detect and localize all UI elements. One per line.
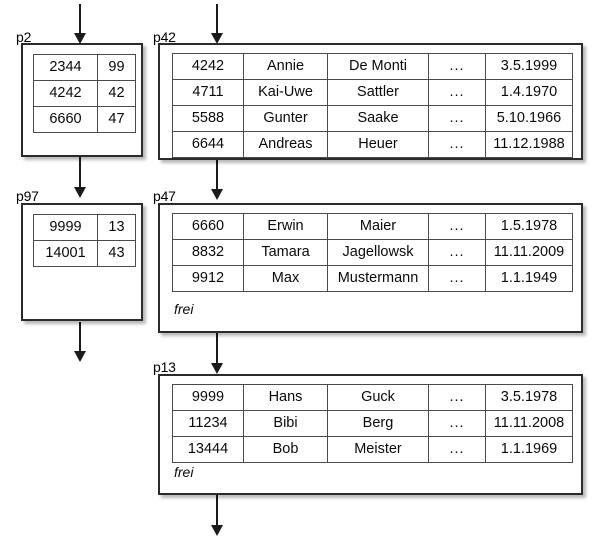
block-p42[interactable]: 4242 Annie De Monti ... 3.5.1999 4711 Ka… xyxy=(158,43,583,160)
cell-lastname: Berg xyxy=(327,410,429,437)
block-label-p97: p97 xyxy=(16,188,39,204)
cell-firstname: Erwin xyxy=(243,213,328,240)
cell-firstname: Max xyxy=(243,265,328,292)
arrow-p13-out xyxy=(211,494,223,536)
cell-date: 11.11.2009 xyxy=(485,239,573,266)
table-row[interactable]: 14001 43 xyxy=(33,240,136,267)
table-row[interactable]: 5588 Gunter Saake ... 5.10.1966 xyxy=(172,105,573,132)
arrow-p97-out xyxy=(74,322,86,362)
cell-lastname: Saake xyxy=(327,105,429,132)
table-row[interactable]: 9999 Hans Guck ... 3.5.1978 xyxy=(172,384,573,411)
cell-lastname: Jagellowsk xyxy=(327,239,429,266)
arrow-p2-to-p97 xyxy=(74,156,86,198)
block-label-p42: p42 xyxy=(153,29,176,45)
cell-more: ... xyxy=(428,436,486,463)
cell-pointer: 13 xyxy=(97,214,136,241)
cell-lastname: Guck xyxy=(327,384,429,411)
cell-lastname: Meister xyxy=(327,436,429,463)
cell-id: 8832 xyxy=(172,239,244,266)
cell-key: 14001 xyxy=(33,240,98,267)
cell-more: ... xyxy=(428,53,486,80)
cell-more: ... xyxy=(428,79,486,106)
cell-pointer: 43 xyxy=(97,240,136,267)
table-row[interactable]: 4242 Annie De Monti ... 3.5.1999 xyxy=(172,53,573,80)
cell-firstname: Annie xyxy=(243,53,328,80)
cell-more: ... xyxy=(428,384,486,411)
arrow-into-p42 xyxy=(211,4,223,44)
cell-more: ... xyxy=(428,265,486,292)
cell-id: 5588 xyxy=(172,105,244,132)
cell-lastname: Sattler xyxy=(327,79,429,106)
free-space-label-p13: frei xyxy=(174,464,194,480)
table-row[interactable]: 13444 Bob Meister ... 1.1.1969 xyxy=(172,436,573,463)
block-p47[interactable]: 6660 Erwin Maier ... 1.5.1978 8832 Tamar… xyxy=(158,203,583,333)
cell-firstname: Bibi xyxy=(243,410,328,437)
cell-key: 9999 xyxy=(33,214,98,241)
cell-id: 11234 xyxy=(172,410,244,437)
table-row[interactable]: 4242 42 xyxy=(33,80,136,107)
cell-date: 11.11.2008 xyxy=(485,410,573,437)
free-space-label-p47: frei xyxy=(174,301,194,317)
cell-date: 1.4.1970 xyxy=(485,79,573,106)
cell-pointer: 99 xyxy=(97,54,136,81)
cell-id: 13444 xyxy=(172,436,244,463)
table-p2: 2344 99 4242 42 6660 47 xyxy=(33,54,136,133)
block-label-p47: p47 xyxy=(153,188,176,204)
cell-lastname: De Monti xyxy=(327,53,429,80)
table-row[interactable]: 9912 Max Mustermann ... 1.1.1949 xyxy=(172,265,573,292)
cell-firstname: Tamara xyxy=(243,239,328,266)
cell-firstname: Gunter xyxy=(243,105,328,132)
block-p2[interactable]: 2344 99 4242 42 6660 47 xyxy=(21,43,143,157)
block-p13[interactable]: 9999 Hans Guck ... 3.5.1978 11234 Bibi B… xyxy=(158,374,583,495)
cell-date: 1.1.1969 xyxy=(485,436,573,463)
cell-id: 4711 xyxy=(172,79,244,106)
cell-firstname: Bob xyxy=(243,436,328,463)
table-row[interactable]: 9999 13 xyxy=(33,214,136,241)
cell-key: 6660 xyxy=(33,106,98,133)
arrow-p42-to-p47 xyxy=(211,158,223,200)
arrow-into-p2 xyxy=(74,4,86,44)
cell-firstname: Andreas xyxy=(243,131,328,158)
table-row[interactable]: 8832 Tamara Jagellowsk ... 11.11.2009 xyxy=(172,239,573,266)
block-label-p13: p13 xyxy=(153,359,176,375)
cell-date: 3.5.1978 xyxy=(485,384,573,411)
cell-more: ... xyxy=(428,239,486,266)
table-row[interactable]: 6660 47 xyxy=(33,106,136,133)
table-row[interactable]: 4711 Kai-Uwe Sattler ... 1.4.1970 xyxy=(172,79,573,106)
cell-lastname: Mustermann xyxy=(327,265,429,292)
table-p47: 6660 Erwin Maier ... 1.5.1978 8832 Tamar… xyxy=(172,213,573,292)
cell-pointer: 47 xyxy=(97,106,136,133)
cell-pointer: 42 xyxy=(97,80,136,107)
cell-lastname: Heuer xyxy=(327,131,429,158)
cell-more: ... xyxy=(428,105,486,132)
table-row[interactable]: 6660 Erwin Maier ... 1.5.1978 xyxy=(172,213,573,240)
cell-date: 5.10.1966 xyxy=(485,105,573,132)
block-p97[interactable]: 9999 13 14001 43 xyxy=(21,203,143,321)
table-p13: 9999 Hans Guck ... 3.5.1978 11234 Bibi B… xyxy=(172,384,573,463)
table-row[interactable]: 6644 Andreas Heuer ... 11.12.1988 xyxy=(172,131,573,158)
arrow-p47-to-p13 xyxy=(211,332,223,374)
block-label-p2: p2 xyxy=(16,29,32,45)
cell-id: 9999 xyxy=(172,384,244,411)
cell-more: ... xyxy=(428,131,486,158)
table-p97: 9999 13 14001 43 xyxy=(33,214,136,267)
cell-lastname: Maier xyxy=(327,213,429,240)
cell-key: 4242 xyxy=(33,80,98,107)
cell-firstname: Hans xyxy=(243,384,328,411)
cell-more: ... xyxy=(428,410,486,437)
table-row[interactable]: 11234 Bibi Berg ... 11.11.2008 xyxy=(172,410,573,437)
cell-key: 2344 xyxy=(33,54,98,81)
cell-date: 1.5.1978 xyxy=(485,213,573,240)
cell-id: 4242 xyxy=(172,53,244,80)
table-p42: 4242 Annie De Monti ... 3.5.1999 4711 Ka… xyxy=(172,53,573,158)
cell-more: ... xyxy=(428,213,486,240)
cell-date: 1.1.1949 xyxy=(485,265,573,292)
cell-id: 6644 xyxy=(172,131,244,158)
cell-date: 11.12.1988 xyxy=(485,131,573,158)
cell-date: 3.5.1999 xyxy=(485,53,573,80)
cell-id: 9912 xyxy=(172,265,244,292)
cell-id: 6660 xyxy=(172,213,244,240)
table-row[interactable]: 2344 99 xyxy=(33,54,136,81)
cell-firstname: Kai-Uwe xyxy=(243,79,328,106)
